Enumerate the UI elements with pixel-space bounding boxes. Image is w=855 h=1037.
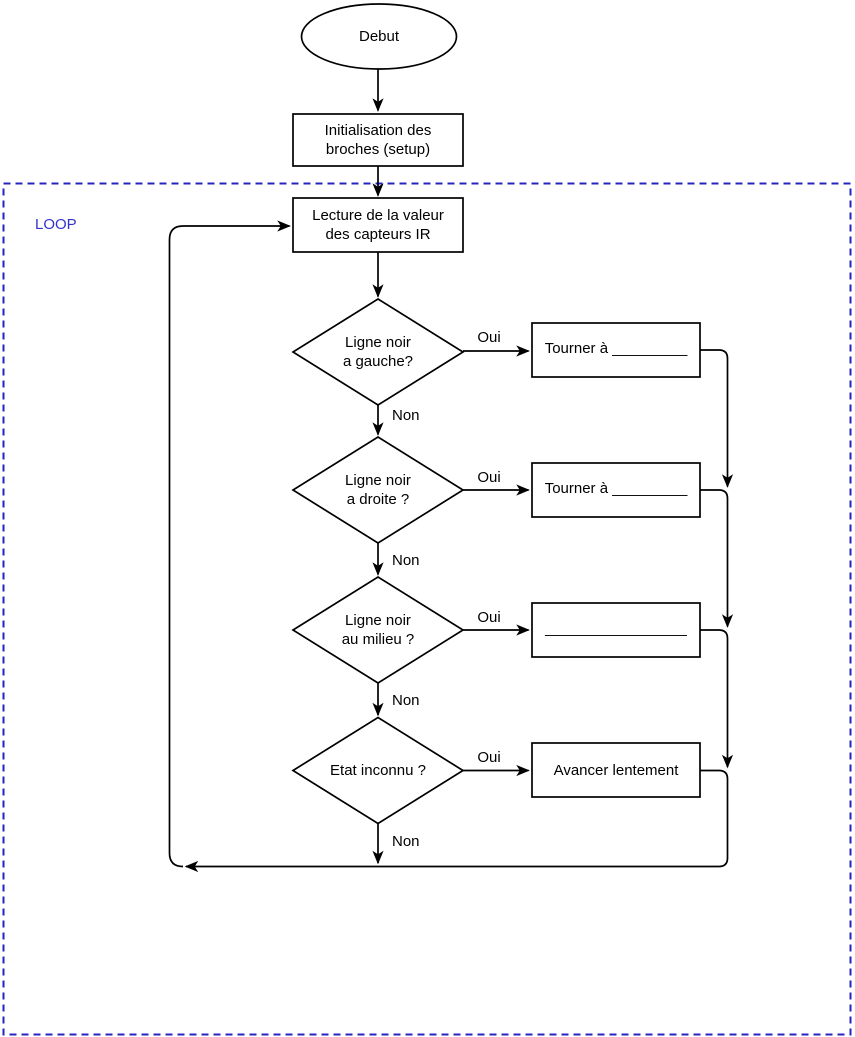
edge-label-no-middle: Non <box>392 691 420 709</box>
decision-middle-diamond <box>291 575 465 685</box>
setup-box <box>292 113 464 167</box>
edge-label-yes-left: Oui <box>477 328 501 346</box>
decision-right-label: Ligne noir a droite ? <box>345 472 411 508</box>
read-box <box>292 197 464 253</box>
edge-label-no-left: Non <box>392 406 420 424</box>
read-label: Lecture de la valeur des capteurs IR <box>312 207 444 243</box>
loop-region-border <box>2 182 852 1036</box>
action-turn-right-box <box>531 462 701 518</box>
edge-label-no-unknown: Non <box>392 832 420 850</box>
start-ellipse <box>300 3 458 70</box>
action-turn-left-box <box>531 322 701 378</box>
loop-label: LOOP <box>35 215 77 233</box>
decision-unknown-diamond <box>291 716 465 825</box>
edge-label-yes-right: Oui <box>477 468 501 486</box>
decision-right-diamond <box>291 435 465 545</box>
connector-blank-to-rail-arrow <box>700 629 734 769</box>
connector-forward-to-loopback-arrow <box>184 769 729 873</box>
action-forward-label: Avancer lentement <box>553 761 679 779</box>
start-label: Debut <box>358 28 400 45</box>
action-turn-left-label: Tourner à _________ <box>544 339 688 357</box>
edge-label-no-right: Non <box>392 551 420 569</box>
connector-turn-right-to-rail-arrow <box>700 489 734 628</box>
connector-turn-left-to-rail-arrow <box>700 349 734 488</box>
decision-middle-label: Ligne noir au milieu ? <box>341 612 415 648</box>
connector-loopback-to-read-arrow <box>168 220 291 868</box>
action-blank-label: _________________ <box>545 619 687 637</box>
decision-left-diamond <box>291 297 465 407</box>
action-blank-box <box>531 602 701 658</box>
decision-unknown-label: Etat inconnu ? <box>330 762 426 779</box>
decision-left-label: Ligne noir a gauche? <box>342 334 414 370</box>
action-forward-box <box>531 742 701 798</box>
edge-label-yes-middle: Oui <box>477 608 501 626</box>
setup-label: Initialisation des broches (setup) <box>324 122 432 158</box>
action-turn-right-label: Tourner à _________ <box>544 479 688 497</box>
edge-label-yes-unknown: Oui <box>477 748 501 766</box>
